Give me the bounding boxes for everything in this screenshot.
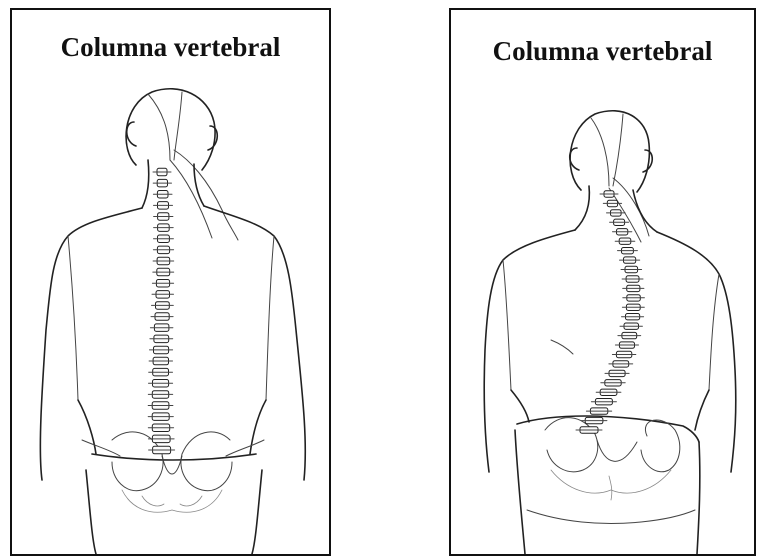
normal-spine-figure — [12, 10, 329, 554]
panel-normal-spine: Columna vertebral — [10, 8, 331, 556]
scoliosis-spine-figure — [451, 10, 754, 554]
panel-scoliosis-spine: Columna vertebral — [449, 8, 756, 556]
